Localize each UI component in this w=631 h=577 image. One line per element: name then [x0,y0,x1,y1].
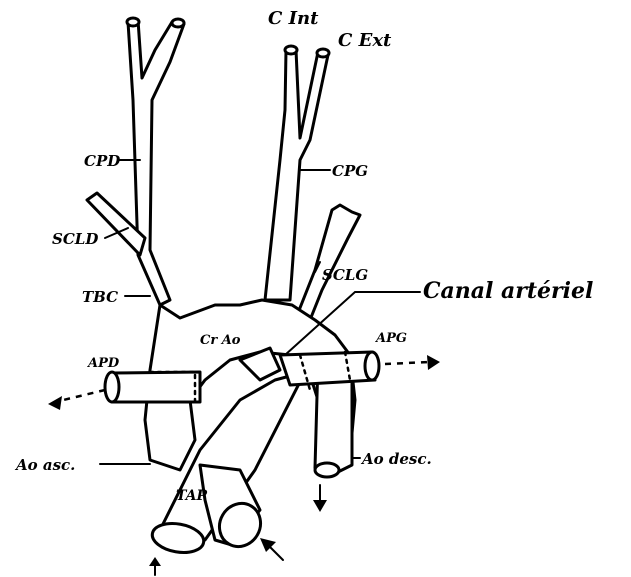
apg-flow-arrow [385,362,430,364]
apg-end [365,352,379,380]
label-scld: SCLD [52,230,98,248]
label-c-ext: C Ext [338,30,392,51]
descending-aorta-end [315,463,339,477]
c-ext-end [317,49,329,57]
c-int-end [285,46,297,54]
right-carotid-branches [128,20,184,305]
right-carotid-end-2 [172,19,184,27]
right-pulmonary-artery [112,372,200,402]
left-subclavian [296,205,360,320]
tap-inflow-arrowhead [149,557,161,566]
desc-aorta-arrowhead [313,500,327,512]
apd-flow-arrow [55,390,105,402]
label-ao-asc: Ao asc. [14,456,75,474]
label-sclg: SCLG [322,266,368,284]
left-pulmonary-artery [280,352,375,385]
label-tbc: TBC [82,288,118,306]
label-c-int: C Int [268,8,319,29]
labels: C Int C Ext CPD CPG SCLD TBC SCLG Canal … [14,8,593,504]
label-tap: TAP [176,488,208,504]
apd-end [105,372,119,402]
label-ao-desc: Ao desc. [360,450,432,468]
label-cpg: CPG [332,162,368,180]
right-carotid-end-1 [127,18,139,26]
label-canal-arteriel: Canal artériel [423,278,593,304]
label-crosse: Cr Ao [200,333,241,348]
apg-flow-arrowhead [427,355,440,370]
apd-flow-arrowhead [48,396,62,410]
label-apg: APG [374,331,407,346]
label-cpd: CPD [84,152,120,170]
label-apd: APD [86,356,120,371]
